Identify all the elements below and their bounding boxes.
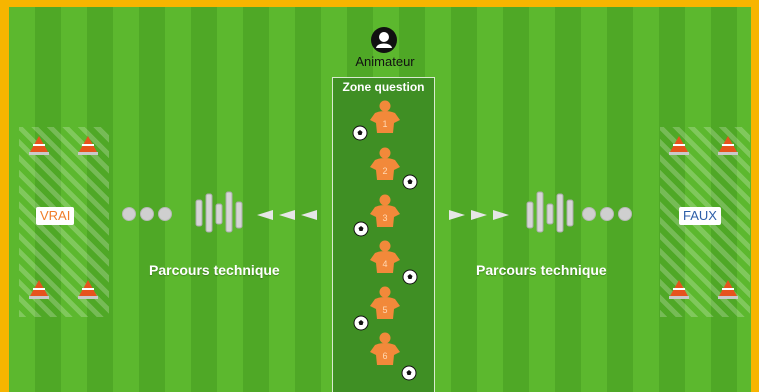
soccer-ball-icon — [353, 221, 369, 237]
parcours-label-right: Parcours technique — [476, 262, 607, 278]
soccer-ball-icon — [352, 125, 368, 141]
player-number: 3 — [382, 213, 387, 223]
arrows-left-icon — [255, 209, 321, 221]
disc-marker-icon — [158, 207, 172, 221]
cone-icon — [717, 279, 739, 299]
animateur-label: Animateur — [342, 54, 428, 69]
soccer-ball-icon — [353, 315, 369, 331]
soccer-ball-icon — [402, 269, 418, 285]
disc-marker-icon — [582, 207, 596, 221]
user-icon — [370, 26, 398, 54]
slalom-poles-icon — [194, 190, 246, 234]
disc-marker-icon — [122, 207, 136, 221]
question-zone-title: Zone question — [333, 80, 434, 94]
player-number: 1 — [382, 119, 387, 129]
cone-icon — [28, 135, 50, 155]
disc-marker-icon — [600, 207, 614, 221]
answer-label-faux: FAUX — [679, 207, 721, 225]
player-icon: 6 — [367, 331, 403, 367]
soccer-field: VRAI FAUX — [9, 7, 751, 392]
soccer-ball-icon — [401, 365, 417, 381]
disc-marker-icon — [618, 207, 632, 221]
cone-icon — [77, 135, 99, 155]
player-icon: 4 — [367, 239, 403, 275]
answer-label-vrai: VRAI — [36, 207, 74, 225]
player-icon: 2 — [367, 146, 403, 182]
player-icon: 3 — [367, 193, 403, 229]
cone-icon — [668, 279, 690, 299]
player-number: 2 — [382, 166, 387, 176]
player-icon: 5 — [367, 285, 403, 321]
player-number: 4 — [382, 259, 387, 269]
marker-discs-left — [122, 207, 172, 221]
soccer-ball-icon — [402, 174, 418, 190]
cone-icon — [77, 279, 99, 299]
disc-marker-icon — [140, 207, 154, 221]
cone-icon — [28, 279, 50, 299]
arrows-right-icon — [447, 209, 513, 221]
player-icon: 1 — [367, 99, 403, 135]
player-number: 6 — [382, 351, 387, 361]
player-number: 5 — [382, 305, 387, 315]
parcours-label-left: Parcours technique — [149, 262, 280, 278]
slalom-poles-icon — [525, 190, 577, 234]
marker-discs-right — [582, 207, 632, 221]
cone-icon — [668, 135, 690, 155]
cone-icon — [717, 135, 739, 155]
